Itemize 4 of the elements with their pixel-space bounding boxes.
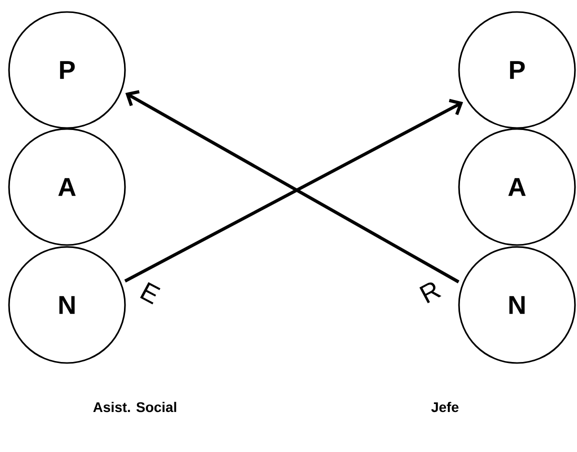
edge-label: R — [419, 282, 442, 304]
column-label: Jefe — [431, 402, 458, 412]
edge-label: E — [140, 282, 160, 304]
column-label: Asist. Social — [93, 402, 176, 412]
